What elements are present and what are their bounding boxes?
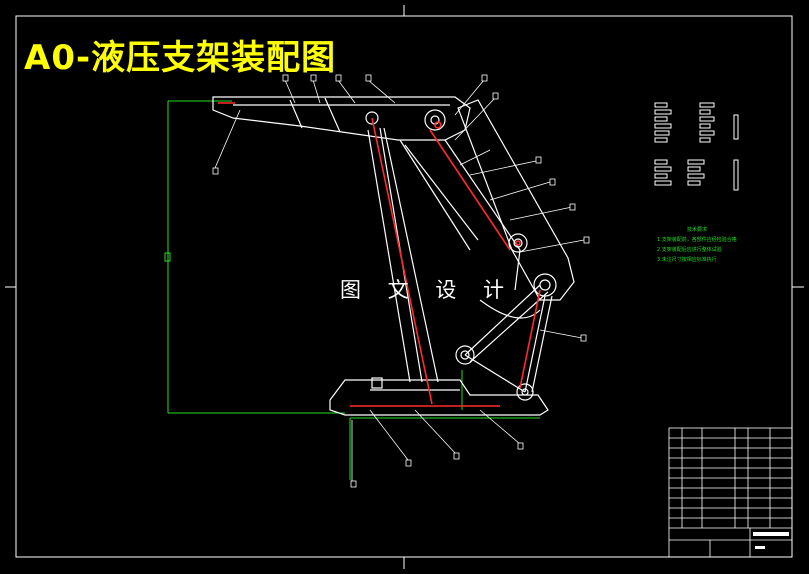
four-bar-linkage [455,284,553,401]
columns [367,127,479,383]
leader-lines [214,79,585,482]
technical-requirement-item: 2.支架装配后应进行整体试验 [657,247,722,253]
technical-requirement-item: 1.支架装配前，各部件应经检验合格 [657,237,737,243]
technical-requirements: 技术要求 1.支架装配前，各部件应经检验合格 2.支架装配后应进行整体试验 3.… [657,225,737,265]
drawing-title: A0-液压支架装配图 [24,38,337,78]
part-balloons [212,74,590,488]
technical-requirement-item: 3.未注尺寸按相应标准执行 [657,257,717,263]
title-block [668,427,793,558]
centering-marks [5,5,804,569]
technical-requirements-heading: 技术要求 [686,227,707,233]
base [329,377,549,416]
dimension-lines [164,100,540,480]
title-block-fill-marks [753,532,789,549]
canopy [212,96,471,141]
hydraulic-parts [218,102,541,407]
hydraulic-schematic [654,102,739,191]
watermark-text: 图 文 设 计 [340,278,515,302]
